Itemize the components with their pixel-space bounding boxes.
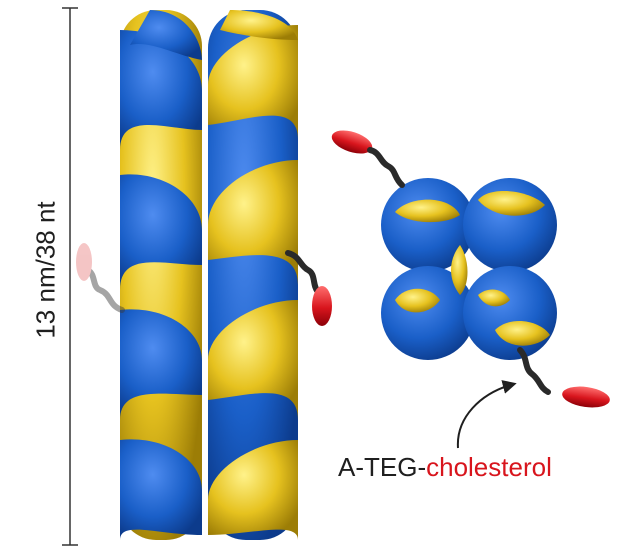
left-helix	[120, 10, 202, 540]
cholesterol-tag-top	[331, 130, 405, 188]
scale-bar	[62, 7, 78, 546]
cholesterol-tag-side	[285, 250, 332, 326]
scale-bar-label: 13 nm/38 nt	[30, 201, 61, 339]
annotation-cholesterol-word: cholesterol	[426, 452, 552, 482]
right-helix	[208, 10, 298, 540]
annotation-prefix: A-TEG-	[338, 452, 427, 482]
cholesterol-tag-rear	[76, 243, 125, 313]
cholesterol-annotation-label: A-TEG-cholesterol	[338, 452, 552, 483]
dna-bundle-top-view	[331, 130, 610, 408]
cholesterol-tag-bottom	[517, 347, 610, 408]
dna-bundle-side-view	[76, 10, 332, 540]
annotation-arrow	[456, 380, 517, 449]
